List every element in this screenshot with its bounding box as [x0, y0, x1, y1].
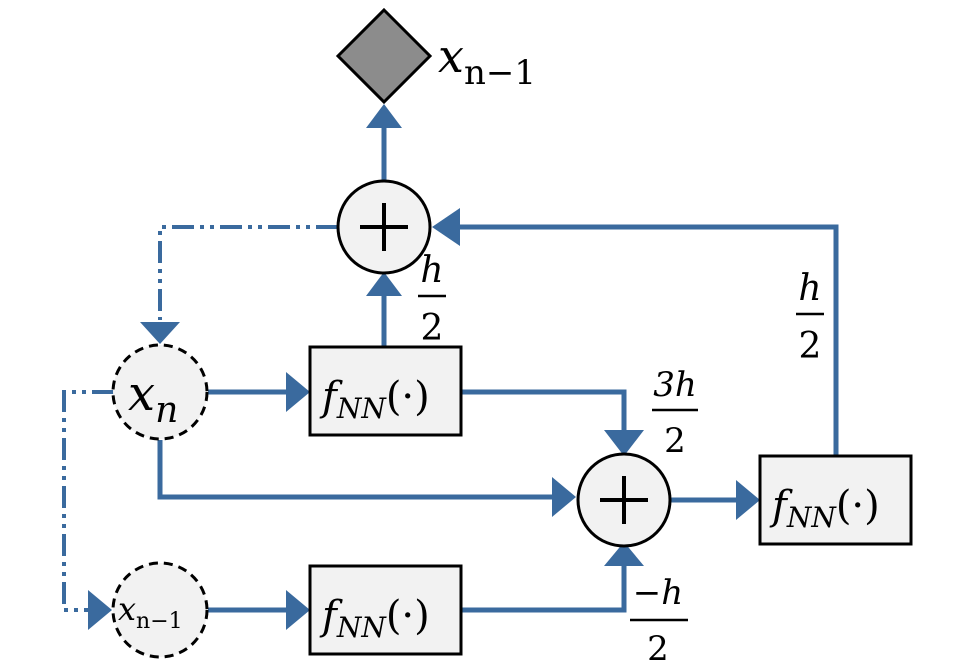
arrowhead-xprev-left — [88, 590, 112, 630]
edge-f2-to-midsum — [461, 562, 627, 613]
fnn-box-bottom — [308, 564, 463, 656]
weight-mid-bottom-den: 2 — [647, 629, 669, 667]
weight-mid-top: 3h 2 — [652, 365, 698, 461]
arrowhead-f1-left — [286, 372, 310, 412]
fnn-block-bottom: fNN(·) — [308, 564, 463, 656]
xn-node: xn — [111, 343, 209, 441]
weight-mid-top-num: 3h — [653, 365, 697, 405]
fnn-box-right — [758, 454, 913, 546]
xprev-circle — [111, 561, 209, 659]
edge-xn-to-xprev-dashed — [62, 390, 114, 612]
weight-right-den: 2 — [799, 326, 822, 367]
xprev-label-main: x — [118, 590, 136, 628]
xprev-label: xn−1 — [118, 590, 183, 634]
fnn-right-arg: (·) — [836, 483, 880, 529]
fnn-box-top — [308, 345, 463, 437]
xn-label: xn — [128, 366, 178, 431]
weight-mid-bottom: −h 2 — [630, 573, 688, 667]
arrowhead-midsum-bottom — [604, 542, 644, 566]
edge-f3-to-topsum — [452, 224, 839, 456]
arrowhead-f3-left — [736, 480, 760, 520]
edge-topsum-to-xn-dashed — [158, 225, 338, 320]
weight-mid-bottom-num: −h — [633, 573, 683, 613]
weight-top-add: h 2 — [418, 250, 446, 349]
arrowhead-xn-top — [140, 322, 180, 344]
arrowhead-f2-left — [286, 590, 310, 630]
fnn-label-bottom: fNN(·) — [319, 593, 430, 644]
output-label: xn−1 — [438, 29, 536, 93]
weight-top-add-num: h — [420, 250, 443, 291]
weight-right-num: h — [798, 268, 821, 309]
weight-top-add-den: 2 — [421, 308, 444, 349]
fnn-right-sub: NN — [786, 501, 838, 534]
weight-right: h 2 — [796, 268, 824, 367]
xn-label-sub: n — [155, 390, 178, 431]
arrowhead-midsum-top — [604, 430, 644, 456]
xn-label-main: x — [128, 366, 155, 422]
fnn-block-right: fNN(·) — [758, 454, 913, 546]
output-label-sub: n−1 — [464, 53, 536, 93]
edges — [62, 104, 839, 630]
xprev-label-sub: n−1 — [136, 609, 183, 634]
fnn-block-top: fNN(·) — [308, 345, 463, 437]
arrowhead-topsum-right — [432, 208, 460, 246]
output-diamond — [335, 7, 433, 105]
top-sum-node — [336, 179, 432, 275]
fnn-bottom-sub: NN — [336, 611, 388, 644]
arrowhead-topsum-bottom — [366, 272, 402, 296]
output-label-main: x — [438, 29, 464, 83]
arrowhead-output — [366, 104, 402, 128]
mid-sum-node — [576, 452, 672, 548]
xprev-node: xn−1 — [111, 561, 209, 659]
edge-f1-to-midsum — [461, 389, 627, 436]
weight-mid-top-den: 2 — [664, 421, 686, 461]
xn-circle — [111, 343, 209, 441]
arrowhead-midsum-left — [552, 477, 576, 517]
fnn-label-right: fNN(·) — [769, 483, 880, 534]
fnn-label-top: fNN(·) — [319, 374, 430, 425]
fnn-bottom-arg: (·) — [386, 593, 430, 639]
fnn-top-arg: (·) — [386, 374, 430, 420]
fnn-top-sub: NN — [336, 392, 388, 425]
edge-xn-to-midsum — [157, 440, 556, 500]
output-node: xn−1 — [335, 7, 536, 105]
